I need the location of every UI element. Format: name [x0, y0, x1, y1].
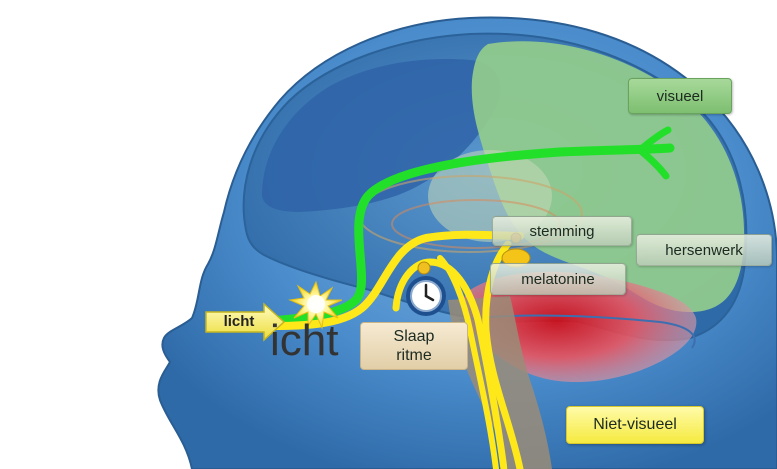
label-sleep-rhythm: Slaap ritme [360, 322, 468, 370]
label-sleep-rhythm-line1: Slaap [394, 327, 435, 346]
clock-icon [406, 276, 446, 316]
light-arrow-label: licht [208, 313, 270, 330]
label-mood: stemming [492, 216, 632, 246]
label-visual: visueel [628, 78, 732, 114]
label-brain-work-text: hersenwerk [665, 242, 743, 259]
label-melatonin-text: melatonine [521, 271, 594, 288]
label-visual-text: visueel [657, 88, 704, 105]
label-mood-text: stemming [529, 223, 594, 240]
label-sleep-rhythm-line2: ritme [396, 346, 432, 365]
light-big-text: icht [270, 316, 338, 366]
scn-nucleus [418, 262, 430, 274]
label-non-visual-text: Niet-visueel [593, 416, 677, 434]
label-non-visual: Niet-visueel [566, 406, 704, 444]
label-melatonin: melatonine [490, 263, 626, 295]
label-brain-work: hersenwerk [636, 234, 772, 266]
